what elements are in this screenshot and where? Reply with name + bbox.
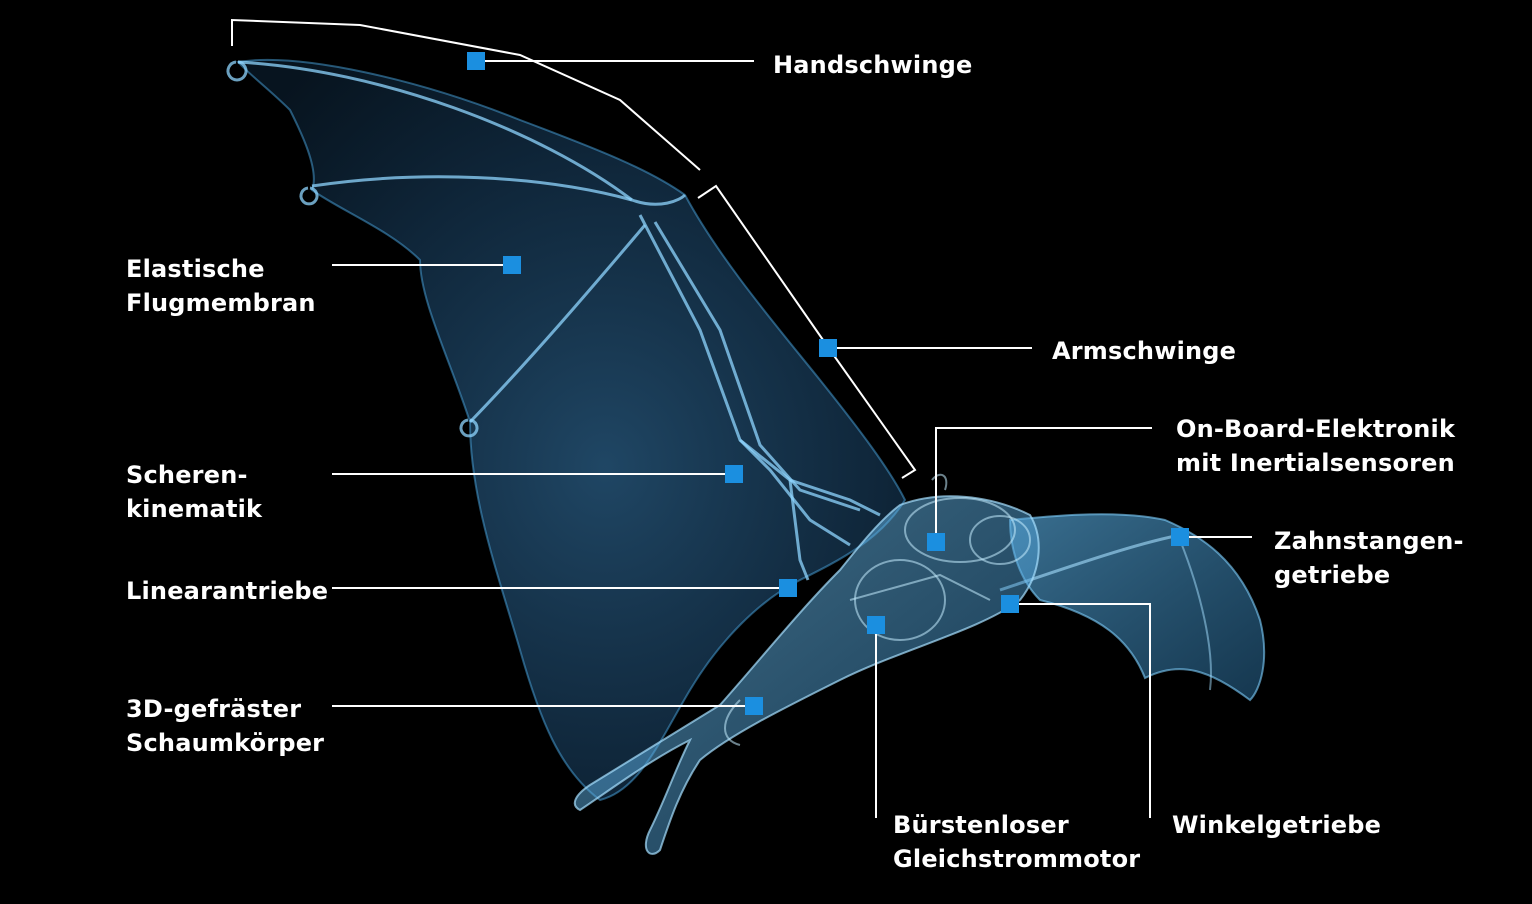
- label-scherenkinematik-line1: Scheren-: [126, 461, 248, 489]
- label-motor-line1: Bürstenloser: [893, 811, 1069, 839]
- marker-flugmembran: [503, 256, 521, 274]
- label-linearantriebe: Linearantriebe: [126, 574, 328, 608]
- label-schaumkoerper: 3D-gefräster Schaumkörper: [126, 692, 324, 760]
- far-wing-membrane: [1008, 513, 1266, 702]
- far-wing-finger: [1179, 539, 1212, 691]
- label-on-board-elektronik-line2: mit Inertialsensoren: [1176, 449, 1455, 477]
- marker-zahnstangengetriebe: [1171, 528, 1189, 546]
- label-linearantriebe-line1: Linearantriebe: [126, 577, 329, 605]
- label-elastische-flugmembran-line2: Flugmembran: [126, 289, 316, 317]
- label-scherenkinematik-line2: kinematik: [126, 495, 263, 523]
- label-zahnstangengetriebe-line1: Zahnstangen-: [1274, 527, 1464, 555]
- label-schaumkoerper-line1: 3D-gefräster: [126, 695, 302, 723]
- label-motor-line2: Gleichstrommotor: [893, 845, 1141, 873]
- label-schaumkoerper-line2: Schaumkörper: [126, 729, 325, 757]
- label-scherenkinematik: Scheren- kinematik: [126, 458, 262, 526]
- marker-schaumkoerper: [745, 697, 763, 715]
- label-motor: Bürstenloser Gleichstrommotor: [893, 808, 1140, 876]
- label-on-board-elektronik-line1: On-Board-Elektronik: [1176, 415, 1456, 443]
- label-armschwinge: Armschwinge: [1052, 334, 1236, 368]
- label-elastische-flugmembran: Elastische Flugmembran: [126, 252, 316, 320]
- marker-scherenkinematik: [725, 465, 743, 483]
- label-handschwinge: Handschwinge: [773, 48, 973, 82]
- label-armschwinge-line1: Armschwinge: [1052, 337, 1237, 365]
- label-winkelgetriebe-line1: Winkelgetriebe: [1172, 811, 1382, 839]
- marker-motor: [867, 616, 885, 634]
- body-shell: [573, 495, 1040, 855]
- wing-bones: [226, 60, 881, 581]
- label-winkelgetriebe: Winkelgetriebe: [1172, 808, 1381, 842]
- marker-linearantriebe: [779, 579, 797, 597]
- label-handschwinge-line1: Handschwinge: [773, 51, 973, 79]
- marker-armschwinge: [819, 339, 837, 357]
- label-elastische-flugmembran-line1: Elastische: [126, 255, 265, 283]
- wing-membrane: [235, 59, 907, 802]
- marker-elektronik: [927, 533, 945, 551]
- label-zahnstangengetriebe-line2: getriebe: [1274, 561, 1391, 589]
- label-zahnstangengetriebe: Zahnstangen- getriebe: [1274, 524, 1464, 592]
- markers: [467, 52, 1189, 715]
- marker-winkelgetriebe: [1001, 595, 1019, 613]
- marker-handschwinge: [467, 52, 485, 70]
- label-on-board-elektronik: On-Board-Elektronik mit Inertialsensoren: [1176, 412, 1455, 480]
